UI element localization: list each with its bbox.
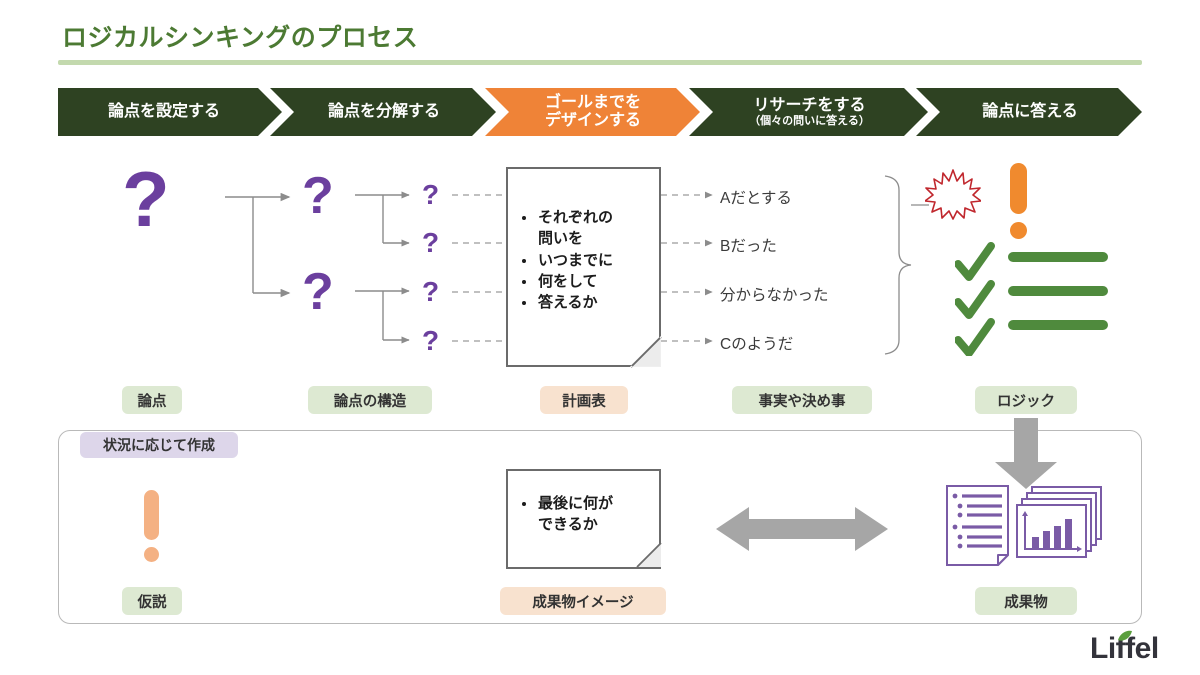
deliverable-document-fold-icon [636,542,662,568]
plan-document-fold-icon [630,336,662,368]
banner-step-3-label-line2: デザインする [544,112,641,129]
page-title: ロジカルシンキングのプロセス [62,24,419,52]
title-underline [58,60,1142,65]
stage-label-keikakuhyou: 計画表 [540,386,628,414]
down-arrow-icon [995,418,1057,489]
plan-bullet-4-line1: 答えるか [538,294,598,312]
process-banner: 論点を設定する 論点を分解する ゴールまでを デザインする リサーチをする （個… [58,88,1142,136]
diagram-connectors [225,175,929,355]
answer-item-3: 分からなかった [720,287,829,304]
deliverable-chart-stack-icon [1016,486,1102,558]
question-mark-level1: ? [122,155,170,243]
double-arrow-icon [716,507,888,551]
panel-label-seikabutsu-image: 成果物イメージ [500,587,666,615]
plan-bullet-1-line2: 問いを [538,230,584,248]
banner-step-2-label: 論点を分解する [327,103,440,121]
deliverable-paper-icon [946,485,1009,566]
logic-lines-icon [1008,252,1108,330]
answer-item-1: Aだとする [720,190,792,207]
banner-step-5-label: 論点に答える [982,103,1078,121]
banner-step-4-label-line1: リサーチをする [753,96,866,114]
exclamation-logic-icon [1010,163,1027,239]
question-mark-level3-2: ? [422,227,440,258]
plan-bullet-4: 答えるか [518,292,613,313]
question-mark-level2-top: ? [302,167,334,225]
plan-bullet-1: それぞれの 問いを [518,207,613,250]
leaf-icon [1118,630,1132,641]
plan-bullet-1-line1: それぞれの [538,209,614,226]
question-mark-level2-bottom: ? [302,263,334,321]
stage-label-ronten: 論点 [122,386,182,414]
deliverable-bullet-1: 最後に何が できるか [518,493,613,536]
deliverable-bullet-list: 最後に何が できるか [518,493,613,536]
stage-label-logic: ロジック [975,386,1077,414]
deliverable-image-document: 最後に何が できるか [506,469,661,569]
plan-bullet-3-line1: 何をして [538,272,598,290]
exclamation-hypothesis-icon [144,490,159,562]
deliverable-bullet-1-line1: 最後に何が [538,495,614,512]
plan-bullet-2: いつまでに [518,250,613,271]
question-mark-level3-3: ? [422,276,440,307]
banner-step-2[interactable]: 論点を分解する [283,88,485,136]
stage-label-ronten-kouzou: 論点の構造 [308,386,432,414]
banner-step-1[interactable]: 論点を設定する [58,88,270,136]
brand-logo: Liffel [1090,630,1159,666]
banner-step-3[interactable]: ゴールまでを デザインする [498,88,688,136]
plan-document: それぞれの 問いを いつまでに 何をして 答えるか [506,167,661,367]
panel-label-kasetsu: 仮説 [122,587,182,615]
banner-step-4[interactable]: リサーチをする （個々の問いに答える） [703,88,916,136]
starburst-icon [925,169,981,220]
deliverable-doc-text: 最後に何が できるか [518,493,613,536]
plan-bullet-2-line1: いつまでに [538,251,614,269]
question-mark-level3-1: ? [422,179,440,210]
answer-item-2: Bだった [720,238,777,255]
question-mark-level3-4: ? [422,325,440,356]
banner-shapes [58,88,1142,136]
deliverable-icons [946,485,1102,566]
answer-item-4: Cのようだ [720,336,794,353]
checkmark-group-icon [955,242,995,356]
banner-step-5[interactable]: 論点に答える [930,88,1130,136]
panel-tag-joukyou: 状況に応じて作成 [80,432,238,458]
banner-step-4-label-line2: （個々の問いに答える） [749,114,870,127]
plan-document-text: それぞれの 問いを いつまでに 何をして 答えるか [518,207,613,313]
deliverable-bullet-1-line2: できるか [538,516,598,534]
panel-label-seikabutsu: 成果物 [975,587,1077,615]
plan-bullet-list: それぞれの 問いを いつまでに 何をして 答えるか [518,207,613,313]
banner-step-3-label-line1: ゴールまでを [544,94,641,112]
banner-step-1-label: 論点を設定する [107,103,220,121]
plan-bullet-3: 何をして [518,271,613,292]
stage-label-jijitsu: 事実や決め事 [732,386,872,414]
